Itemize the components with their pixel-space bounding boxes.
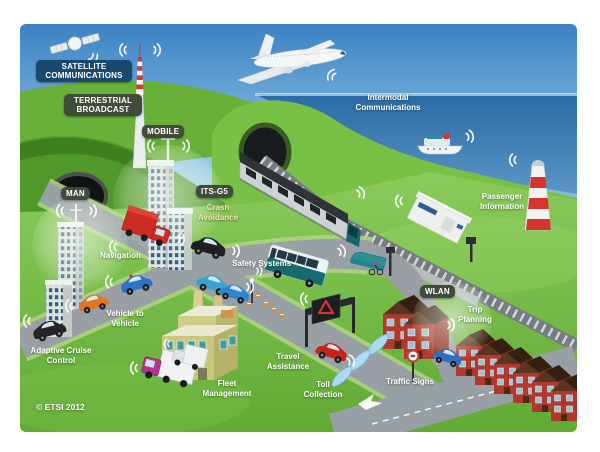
navigation-caption: Navigation	[100, 251, 141, 260]
trip-planning-caption: Trip Planning	[458, 305, 492, 324]
passenger-information-caption: Passenger Information	[480, 192, 524, 211]
ship	[417, 133, 463, 155]
bus-stop-sign	[386, 247, 395, 276]
satellite-communications-badge: SATELLITE COMMUNICATIONS	[36, 60, 132, 83]
travel-assistance-caption: Travel Assistance	[266, 352, 310, 371]
satellite-icon	[49, 33, 100, 54]
safety-systems-caption: Safety Systems	[232, 259, 292, 268]
railway-station	[406, 191, 476, 262]
warning-triangle-icon	[317, 299, 335, 315]
toll-collection-caption: Toll Collection	[303, 380, 343, 399]
train	[239, 152, 361, 247]
lighthouse	[524, 160, 552, 231]
fleet-management-caption: Fleet Management	[202, 379, 252, 398]
cyclist	[368, 261, 384, 276]
bus	[264, 244, 329, 288]
etsi-copyright: © ETSI 2012	[36, 402, 85, 412]
road-arrow-marking	[358, 394, 382, 410]
its-g5-badge: ITS-G5	[196, 185, 233, 199]
wlan-badge: WLAN	[420, 285, 455, 299]
adaptive-cruise-control-caption: Adaptive Cruise Control	[30, 346, 92, 365]
speed-limit-sign-icon	[406, 349, 420, 382]
toll-gates	[331, 334, 389, 387]
variable-message-gantry	[305, 293, 355, 347]
teal-truck	[350, 252, 387, 272]
factory	[162, 289, 238, 380]
wlan-coverage-dome	[412, 282, 492, 362]
red-truck	[121, 205, 171, 247]
white-truck	[171, 343, 209, 370]
crash-avoidance-caption: Crash Avoidance	[197, 203, 239, 222]
mobile-badge: MOBILE	[142, 125, 185, 139]
man-coverage-dome	[32, 197, 128, 293]
terrestrial-broadcast-badge: TERRESTRIAL BROADCAST	[64, 94, 142, 117]
airplane	[237, 33, 347, 85]
vehicle-to-vehicle-caption: Vehicle to Vehicle	[106, 309, 144, 328]
intermodal-communications-caption: Intermodal Communications	[355, 93, 421, 112]
traffic-signs-caption: Traffic Signs	[386, 377, 435, 386]
man-badge: MAN	[61, 187, 90, 201]
